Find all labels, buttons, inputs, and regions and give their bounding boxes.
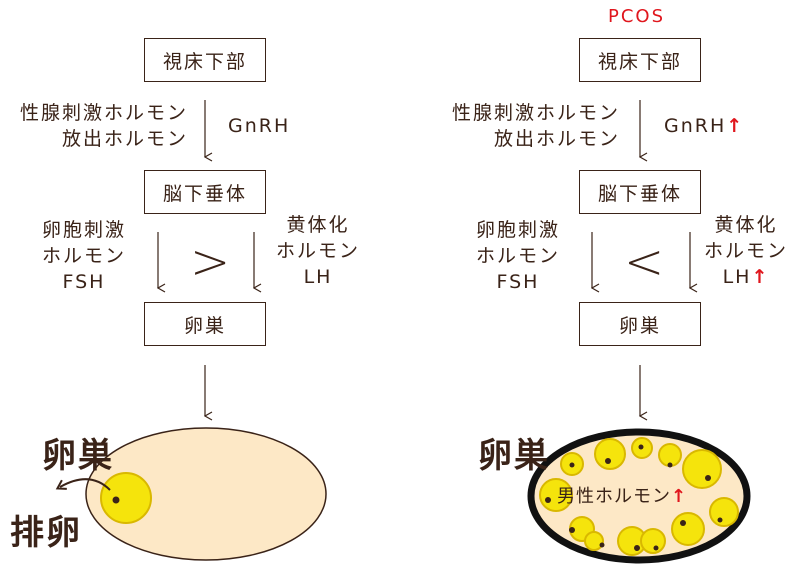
ovary-box-right: 卵巣 (579, 302, 701, 346)
ovulation-label: 排卵 (10, 513, 82, 553)
lh-label-right: 黄体化 ホルモン LH↑ (703, 214, 788, 288)
gnrh-label-left: GnRH (228, 115, 291, 137)
normal-ovary-shape (85, 427, 327, 561)
pituitary-box-right: 脳下垂体 (579, 170, 701, 214)
pituitary-label: 脳下垂体 (597, 182, 682, 205)
pcos-oocytes (545, 444, 723, 551)
comparison-sign-right: < (624, 234, 665, 290)
ovary-box-left: 卵巣 (144, 302, 266, 346)
hypothalamus-label: 視床下部 (162, 50, 247, 73)
pituitary-label: 脳下垂体 (162, 182, 247, 205)
hypothalamus-label: 視床下部 (597, 50, 682, 73)
ovum (112, 496, 120, 504)
comparison-sign-left: > (190, 234, 231, 290)
follicle (709, 497, 739, 527)
ovary-box-label: 卵巣 (618, 314, 661, 337)
pcos-follicles (539, 437, 739, 556)
gnrh-label-right: GnRH↑ (664, 115, 745, 137)
increase-arrow-icon: ↑ (751, 266, 770, 288)
lh-label-left: 黄体化 ホルモン LH (275, 214, 360, 288)
follicle (671, 512, 705, 546)
ovary-label-right: 卵巣 (478, 436, 550, 476)
increase-arrow-icon: ↑ (726, 115, 745, 137)
hypothalamus-box-right: 視床下部 (579, 38, 701, 82)
follicle (682, 449, 722, 489)
ovary-box-label: 卵巣 (183, 314, 226, 337)
pcos-title: PCOS (608, 6, 666, 27)
fsh-label-left: 卵胞刺激 ホルモン FSH (41, 219, 126, 293)
follicle (640, 528, 666, 554)
increase-arrow-icon: ↑ (671, 486, 688, 507)
pituitary-box-left: 脳下垂体 (144, 170, 266, 214)
gnrh-fullname-right: 性腺刺激ホルモン 放出ホルモン (451, 102, 620, 150)
hypothalamus-box-left: 視床下部 (144, 38, 266, 82)
fsh-label-right: 卵胞刺激 ホルモン FSH (475, 219, 560, 293)
follicle (594, 438, 626, 470)
dominant-follicle (100, 472, 152, 524)
follicle (584, 531, 604, 551)
gnrh-fullname-left: 性腺刺激ホルモン 放出ホルモン (19, 102, 188, 150)
ovary-label-left: 卵巣 (42, 436, 114, 476)
androgen-label: 男性ホルモン↑ (557, 486, 688, 507)
ovulation-arrow (55, 478, 111, 491)
